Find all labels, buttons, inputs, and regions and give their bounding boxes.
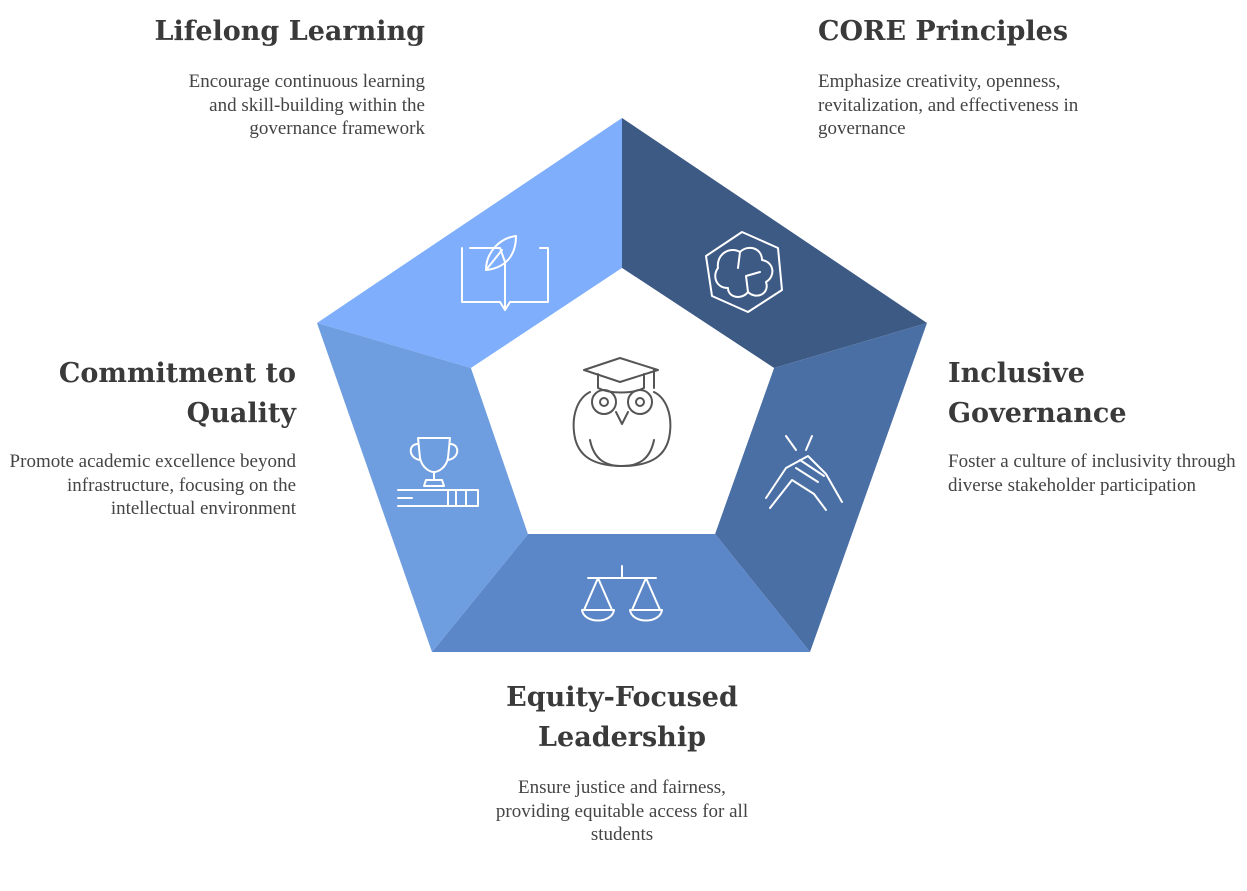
section-inclusive-governance: Inclusive Governance Foster a culture of… xyxy=(948,354,1238,497)
section-lifelong-learning: Lifelong Learning Encourage continuous l… xyxy=(30,12,426,141)
owl-graduate-icon xyxy=(572,357,672,467)
section-title: Equity-Focused Leadership xyxy=(506,682,738,753)
section-title: Commitment to Quality xyxy=(58,358,296,429)
center-pentagon xyxy=(471,268,774,534)
section-description: Encourage continuous learning and skill-… xyxy=(188,71,425,139)
section-title: Lifelong Learning xyxy=(154,16,426,47)
segment-inclusive-governance xyxy=(715,323,927,652)
segment-core-principles xyxy=(622,118,927,368)
brain-hexagon-icon xyxy=(705,231,783,313)
section-description: Foster a culture of inclusivity through … xyxy=(948,451,1236,496)
segment-commitment-to-quality xyxy=(317,323,528,652)
section-core-principles: CORE Principles Emphasize creativity, op… xyxy=(818,12,1148,141)
handshake-icon xyxy=(765,435,843,511)
section-title: Inclusive Governance xyxy=(948,358,1127,429)
trophy-book-icon xyxy=(397,437,479,507)
scales-icon xyxy=(581,565,663,622)
section-description: Ensure justice and fairness, providing e… xyxy=(495,777,749,845)
segment-lifelong-learning xyxy=(317,118,622,368)
section-description: Promote academic excellence beyond infra… xyxy=(9,451,296,519)
section-equity-focused-leadership: Equity-Focused Leadership Ensure justice… xyxy=(452,678,792,847)
book-leaf-icon xyxy=(461,235,549,311)
section-description: Emphasize creativity, openness, revitali… xyxy=(818,71,1079,139)
section-title: CORE Principles xyxy=(818,16,1069,47)
section-commitment-to-quality: Commitment to Quality Promote academic e… xyxy=(8,354,296,521)
segment-equity-focused-leadership xyxy=(432,534,810,652)
